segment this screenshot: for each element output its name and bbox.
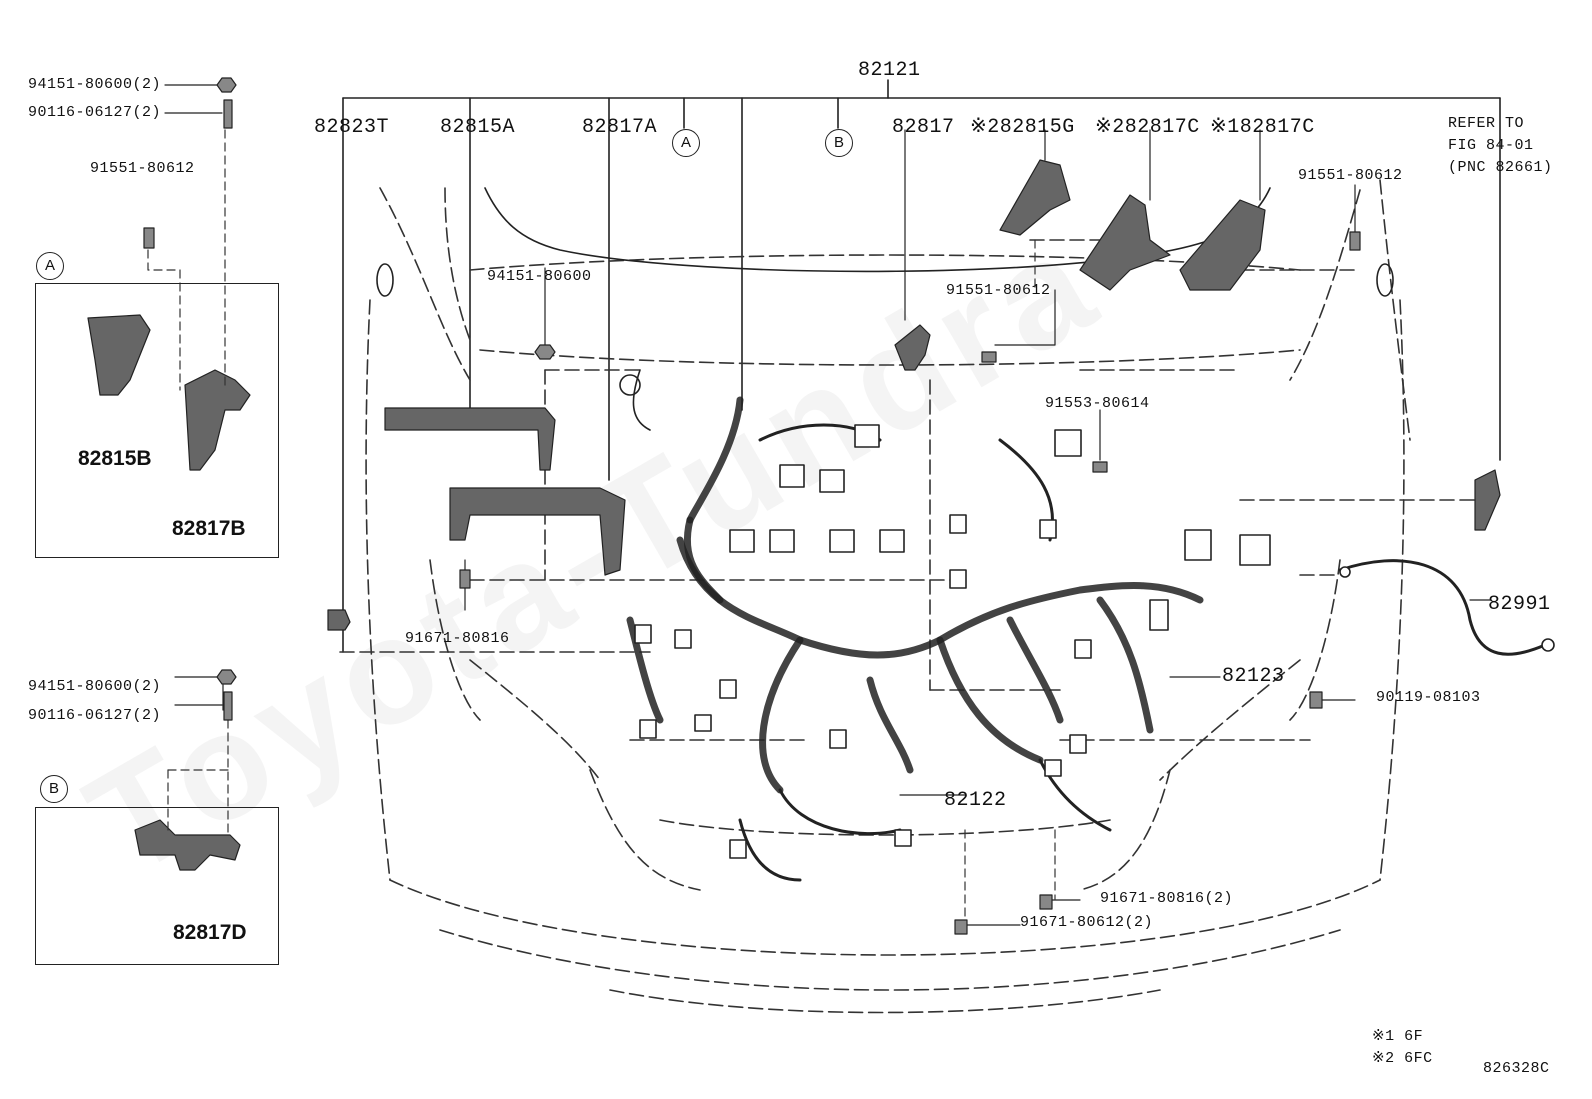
fastener-90116-06127-b: 90116-06127(2) [28,707,162,724]
bracket-82817 [894,324,931,371]
fastener-94151-80600-mid: 94151-80600 [487,268,592,285]
fastener-91551-80612-left: 91551-80612 [90,160,195,177]
figure-code: 826328C [1483,1060,1550,1077]
footnote-1: ※1 6F [1372,1028,1424,1045]
fastener-91671-80816-left: 91671-80816 [405,630,510,647]
inset-b-marker: B [40,775,68,803]
fastener-91551-80612-right: 91551-80612 [1298,167,1403,184]
inset-a-frame [35,283,279,558]
protector-82815A [384,407,556,471]
fastener-91551-80612-mid: 91551-80612 [946,282,1051,299]
label-82823T: 82823T [314,116,390,139]
label-82991: 82991 [1488,593,1551,616]
fastener-94151-80600-b: 94151-80600(2) [28,678,162,695]
protector-82815G [999,159,1071,236]
inset-b-frame [35,807,279,965]
fastener-91671-80612-bottom: 91671-80612(2) [1020,914,1154,931]
fastener-90119-08103: 90119-08103 [1376,689,1481,706]
inset-a-82815B [87,314,151,396]
refer-line-1: REFER TO [1448,115,1525,132]
label-82817D: 82817D [173,921,247,944]
fastener-91553-80614: 91553-80614 [1045,395,1150,412]
fastener-91671-80816-bottom: 91671-80816(2) [1100,890,1234,907]
fastener-94151-80600-a: 94151-80600(2) [28,76,162,93]
fastener-90116-06127-a: 90116-06127(2) [28,104,162,121]
label-82817A: 82817A [582,116,658,139]
label-82121: 82121 [858,59,921,82]
label-82817: 82817 [892,116,955,139]
ref-a-marker: A [672,129,700,157]
inset-a-82817B [184,369,251,471]
refer-line-3: (PNC 82661) [1448,159,1553,176]
protector-82817C-2 [1079,194,1171,291]
label-82817C-2: ※282817C [1095,116,1200,139]
label-82123: 82123 [1222,665,1285,688]
label-82817B: 82817B [172,517,246,540]
ref-b-marker: B [825,129,853,157]
footnote-2: ※2 6FC [1372,1050,1433,1067]
label-82815G: ※282815G [970,116,1075,139]
label-82815A: 82815A [440,116,516,139]
bracket-82991 [1474,469,1501,531]
clamp-82823T [327,609,351,631]
label-82122: 82122 [944,789,1007,812]
label-82815B: 82815B [78,447,152,470]
inset-a-marker: A [36,252,64,280]
inset-b-82817D [134,819,241,871]
protector-82817C-1 [1179,199,1266,291]
label-82817C-1: ※182817C [1210,116,1315,139]
protector-82817A [449,487,626,576]
refer-line-2: FIG 84-01 [1448,137,1534,154]
